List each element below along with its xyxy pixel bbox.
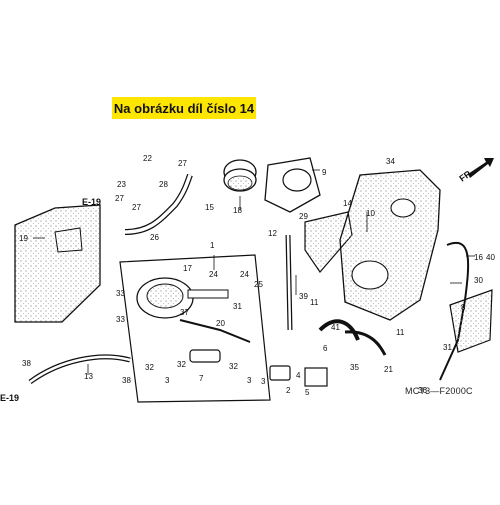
part-number-4: 4 — [296, 371, 301, 380]
part-number-11: 11 — [310, 298, 319, 307]
part-number-8: 8 — [461, 303, 466, 312]
callout-e19-bottom: E-19 — [0, 393, 19, 403]
hose-part-15[interactable] — [124, 173, 193, 235]
diagram-reference-code: MCT3—F2000C — [405, 386, 473, 396]
fuel-tank-part-10[interactable] — [339, 169, 441, 321]
e19-callouts: E-19 E-19 — [0, 197, 101, 403]
part-number-9: 9 — [322, 168, 327, 177]
part-number-13: 13 — [84, 372, 93, 381]
part-number-10: 10 — [366, 209, 375, 218]
part-number-41: 41 — [331, 323, 340, 332]
front-direction-arrow: FR. — [457, 158, 494, 184]
fuel-cap-part-18[interactable] — [223, 159, 257, 192]
callout-e19-top: E-19 — [82, 197, 101, 207]
part-number-6: 6 — [323, 344, 328, 353]
filter-part-7[interactable] — [189, 349, 221, 363]
part-number-29: 29 — [299, 212, 308, 221]
part-number-3: 3 — [165, 376, 170, 385]
part-number-38: 38 — [122, 376, 131, 385]
hose-part-35[interactable] — [318, 319, 360, 341]
part-number-23: 23 — [117, 180, 126, 189]
part-number-32: 32 — [229, 362, 238, 371]
part-number-25: 25 — [254, 280, 263, 289]
part-number-24: 24 — [240, 270, 249, 279]
part-number-3: 3 — [261, 377, 266, 386]
part-number-2: 2 — [286, 386, 291, 395]
part-number-27: 27 — [132, 203, 141, 212]
part-2[interactable] — [269, 365, 291, 381]
part-number-24: 24 — [209, 270, 218, 279]
part-number-20: 20 — [216, 319, 225, 328]
part-number-15: 15 — [205, 203, 214, 212]
part-number-18: 18 — [233, 206, 242, 215]
part-number-33: 33 — [116, 315, 125, 324]
fuel-pump-body[interactable] — [136, 277, 251, 343]
part-number-33: 33 — [116, 289, 125, 298]
part-5[interactable] — [304, 367, 328, 387]
part-number-32: 32 — [177, 360, 186, 369]
part-number-26: 26 — [150, 233, 159, 242]
part-number-12: 12 — [268, 229, 277, 238]
part-number-28: 28 — [159, 180, 168, 189]
part-highlight-banner: Na obrázku díl číslo 14 — [112, 97, 256, 119]
part-number-36: 36 — [418, 386, 427, 395]
part-number-31: 31 — [233, 302, 242, 311]
part-number-30: 30 — [474, 276, 483, 285]
part-number-35: 35 — [350, 363, 359, 372]
fr-label: FR. — [457, 167, 475, 184]
leader-lines — [33, 169, 475, 375]
hose-part-41[interactable] — [344, 330, 387, 356]
part-number-7: 7 — [199, 374, 204, 383]
filler-neck-part-9[interactable] — [264, 157, 321, 213]
part-number-3: 3 — [247, 376, 252, 385]
part-number-37: 37 — [180, 308, 189, 317]
part-number-32: 32 — [145, 363, 154, 372]
part-number-14: 14 — [343, 199, 352, 208]
bracket-part-14[interactable] — [304, 211, 353, 273]
part-number-1: 1 — [210, 241, 215, 250]
part-number-17: 17 — [183, 264, 192, 273]
part-number-38: 38 — [22, 359, 31, 368]
pad-part-19[interactable] — [14, 204, 101, 323]
part-number-19: 19 — [19, 234, 28, 243]
bracket-part-31[interactable] — [449, 289, 493, 353]
part-number-27: 27 — [178, 159, 187, 168]
part-number-39: 39 — [299, 292, 308, 301]
part-number-34: 34 — [386, 157, 395, 166]
fuel-pump-group-part-1 — [119, 254, 271, 403]
part-number-22: 22 — [143, 154, 152, 163]
part-number-16: 16 — [474, 253, 483, 262]
part-number-21: 21 — [384, 365, 393, 374]
part-number-11: 11 — [396, 328, 405, 337]
part-number-5: 5 — [305, 388, 310, 397]
part-number-27: 27 — [115, 194, 124, 203]
part-labels: 1 2 3 3 3 4 5 6 7 8 9 10 11 11 12 13 14 … — [19, 154, 495, 397]
part-number-31: 31 — [443, 343, 452, 352]
part-number-40: 40 — [486, 253, 495, 262]
